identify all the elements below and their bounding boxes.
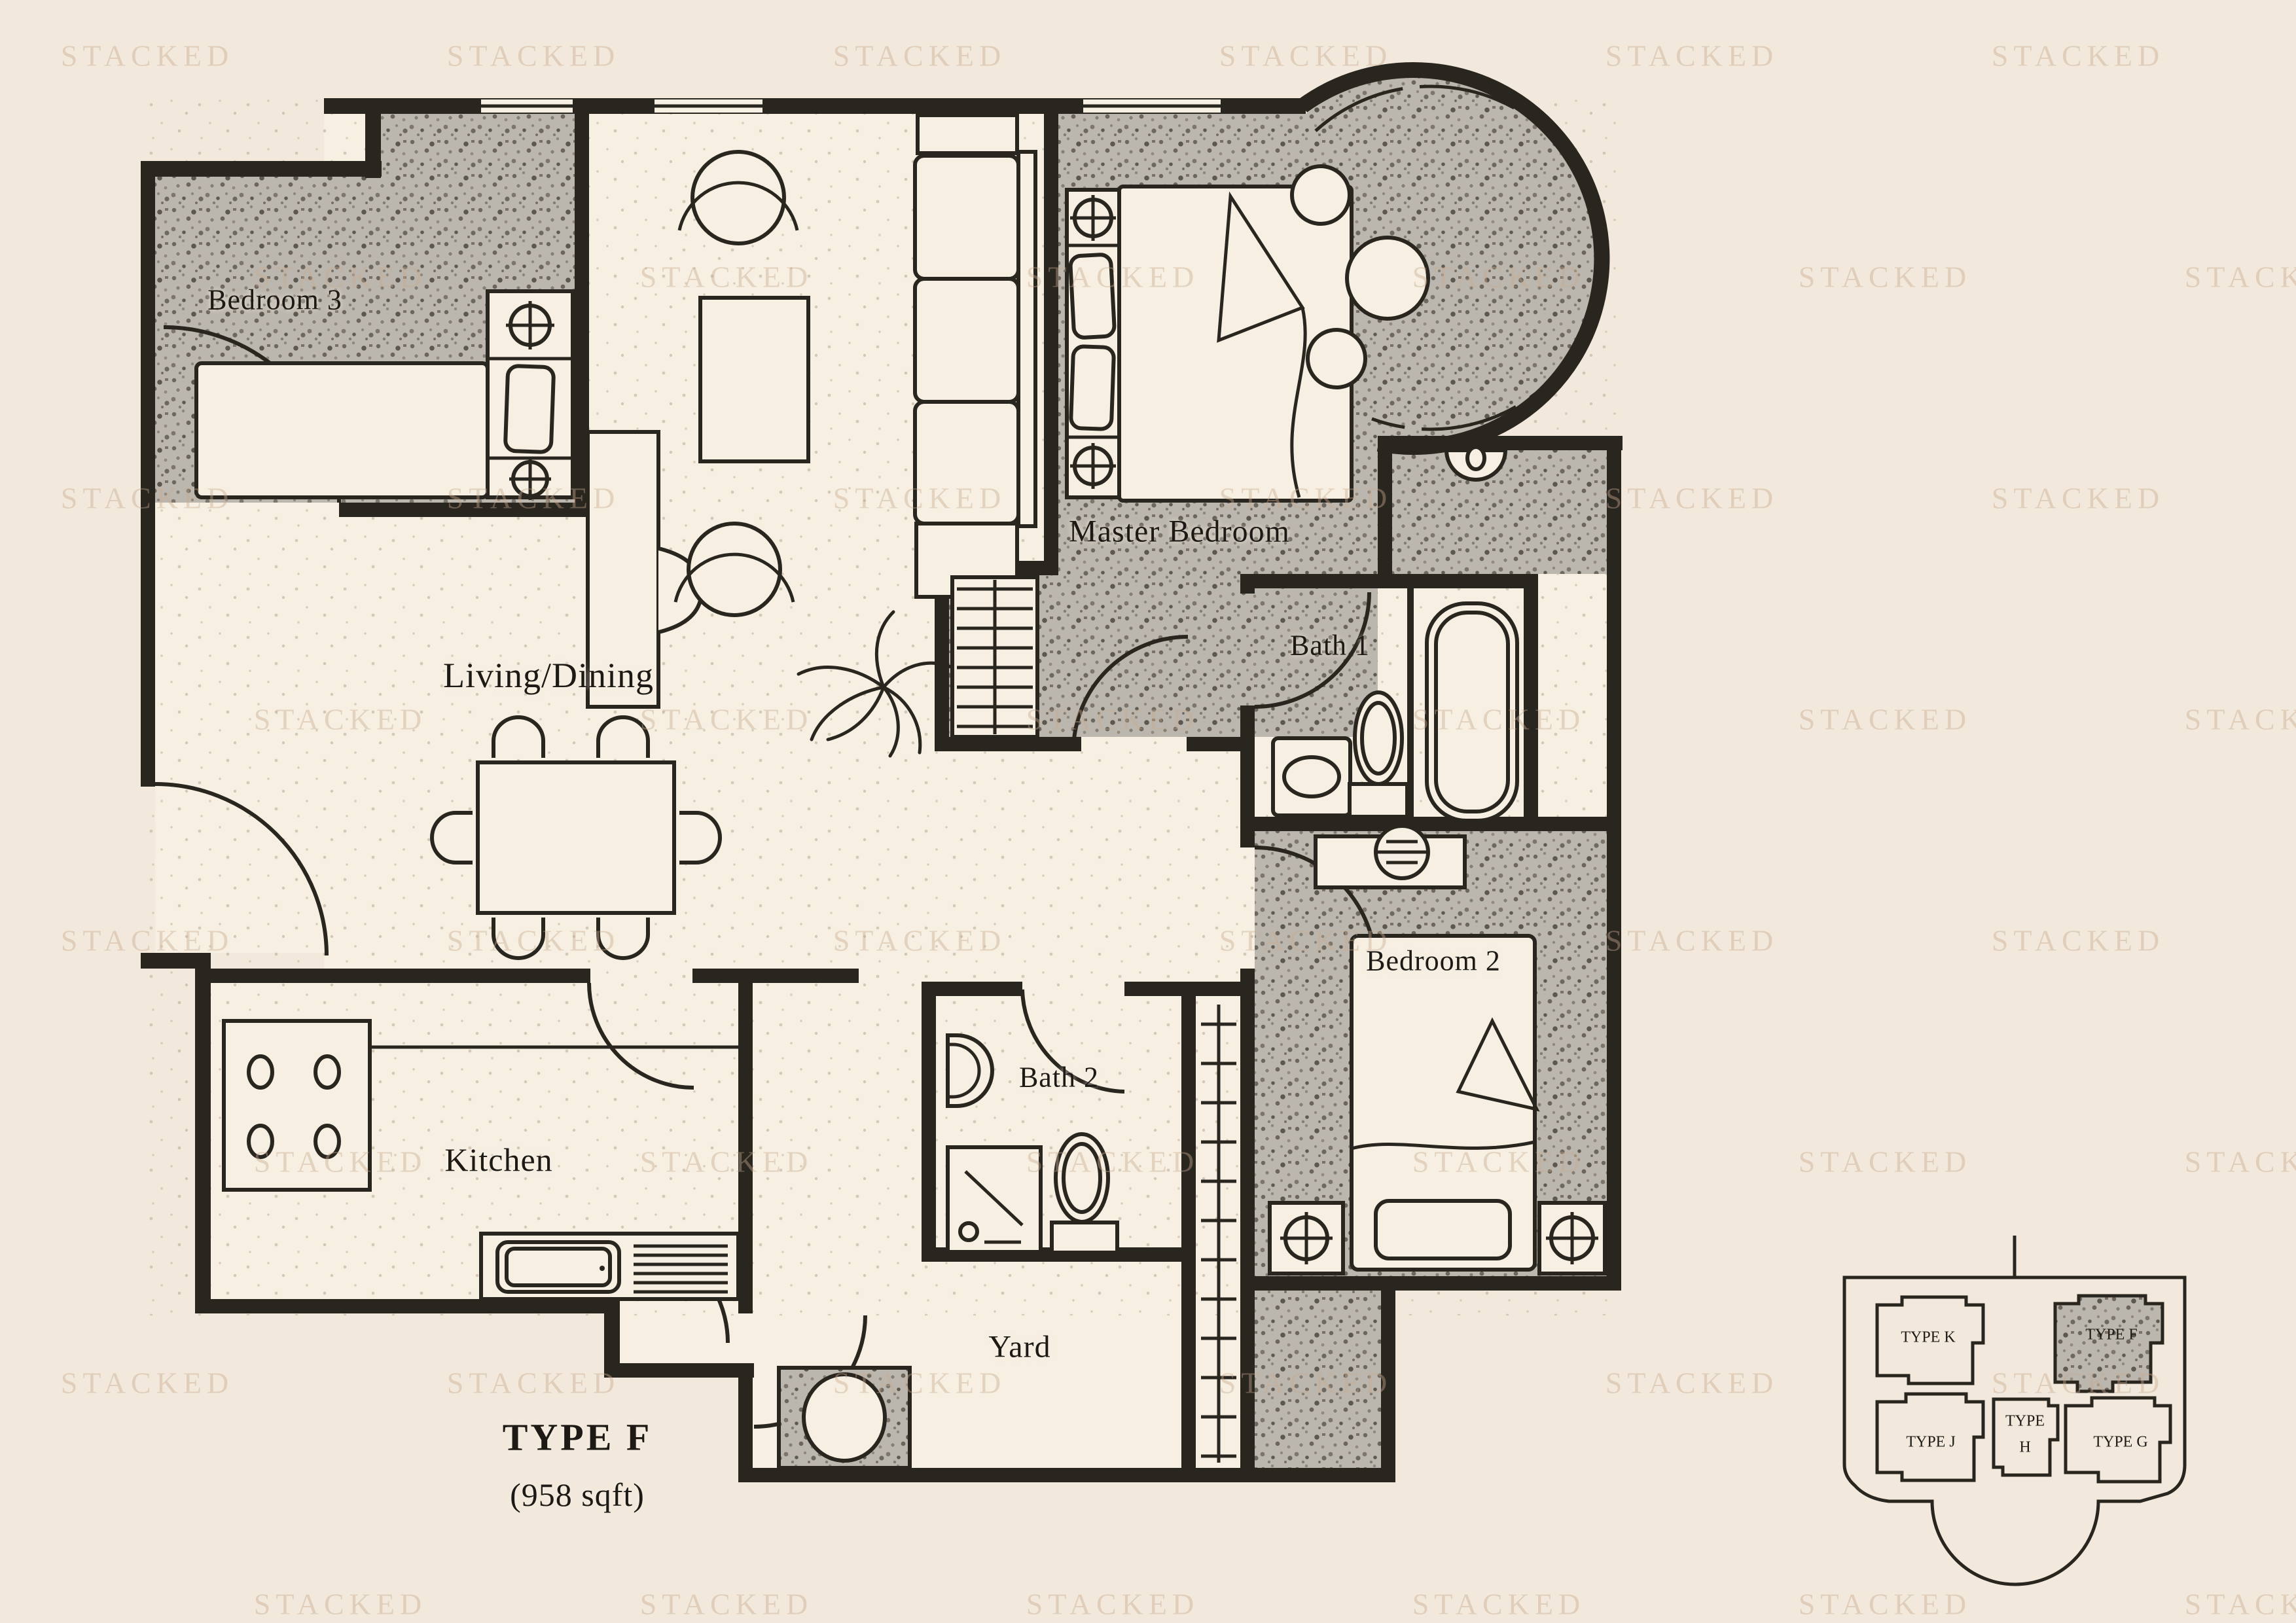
keyplan-unit-h	[1992, 1397, 2060, 1477]
kitchen-fittings	[222, 1019, 740, 1301]
dining-chair	[492, 715, 545, 758]
pillow	[1069, 344, 1116, 431]
balcony-window-arc	[1314, 84, 1604, 431]
bathtub	[1425, 601, 1519, 823]
kitchen-sink	[495, 1240, 621, 1294]
plant-icon	[797, 610, 954, 758]
bath1-fixtures	[1271, 588, 1519, 823]
side-table	[916, 113, 1019, 155]
armchair-back	[677, 181, 799, 231]
round-table	[1345, 236, 1430, 321]
blanket-fold	[1456, 1017, 1540, 1112]
toilet	[1050, 1132, 1119, 1255]
pillow	[1374, 1199, 1512, 1260]
shaft	[777, 1366, 912, 1470]
stove	[222, 1019, 372, 1192]
bedside-lamp-icon	[1070, 195, 1116, 241]
blanket-line	[1351, 1140, 1535, 1150]
bath2-door-swing	[1020, 989, 1125, 1094]
service-ladder	[1201, 1005, 1236, 1463]
balcony-chair	[1290, 164, 1352, 226]
master-wardrobe	[950, 575, 1039, 739]
service-ledge-floor	[1255, 1291, 1381, 1468]
niche-basin	[1465, 445, 1486, 471]
armchair-back	[673, 552, 795, 603]
shower	[946, 1145, 1043, 1254]
dining-set	[430, 715, 722, 960]
master-furniture	[950, 185, 1354, 739]
balcony-chair	[1306, 328, 1367, 389]
bedroom3-bed	[194, 361, 490, 499]
toilet	[1348, 690, 1409, 819]
keyplan	[1842, 1236, 2187, 1586]
keyplan-outline	[1842, 1275, 2187, 1586]
wash-basin	[946, 1033, 994, 1108]
bath1-divider	[1407, 588, 1414, 817]
dresser-stool	[1374, 824, 1430, 880]
keyplan-unit-k	[1875, 1295, 1985, 1385]
drainboard	[634, 1244, 728, 1294]
balcony-furniture	[1290, 164, 1508, 482]
dining-chair	[596, 715, 650, 758]
living-furniture	[430, 113, 1037, 960]
blanket-fold	[1217, 191, 1305, 343]
walls	[141, 62, 1623, 1482]
bedside-lamp-icon	[506, 301, 554, 349]
dining-table	[476, 760, 676, 915]
master-door-swing	[1071, 635, 1189, 752]
armchair	[687, 522, 782, 617]
keyplan-unit-f	[2053, 1294, 2164, 1393]
kitchen-door-swing	[587, 982, 694, 1090]
bedroom2-furniture	[1268, 824, 1607, 1275]
armchair	[691, 150, 786, 245]
dining-chair	[430, 811, 473, 865]
pillow	[503, 364, 556, 454]
dining-chair	[679, 811, 722, 865]
balcony-floor	[1306, 75, 1602, 442]
door-swings	[154, 325, 1378, 1429]
sofa	[913, 150, 1037, 528]
pillow	[1068, 253, 1117, 340]
dining-chair	[596, 918, 650, 960]
bedroom3-furniture	[194, 289, 575, 500]
coffee-table	[698, 296, 810, 463]
windows	[481, 84, 1604, 431]
keyplan-unit-g	[2064, 1396, 2172, 1484]
blanket-line	[1290, 307, 1307, 498]
entrance-door-swing	[154, 782, 329, 956]
tv-console	[586, 430, 660, 709]
keyplan-unit-j	[1875, 1392, 1985, 1482]
bath2-fixtures	[946, 1033, 1119, 1255]
nightstand-lamp-icon	[1537, 1201, 1607, 1275]
dining-chair	[492, 918, 545, 960]
bedside-lamp-icon	[1070, 443, 1116, 489]
bath1-door-swing	[1254, 592, 1371, 709]
bedside-lamp-icon	[509, 458, 551, 500]
yard-service	[777, 1005, 1236, 1470]
nightstand-lamp-icon	[1268, 1201, 1345, 1275]
